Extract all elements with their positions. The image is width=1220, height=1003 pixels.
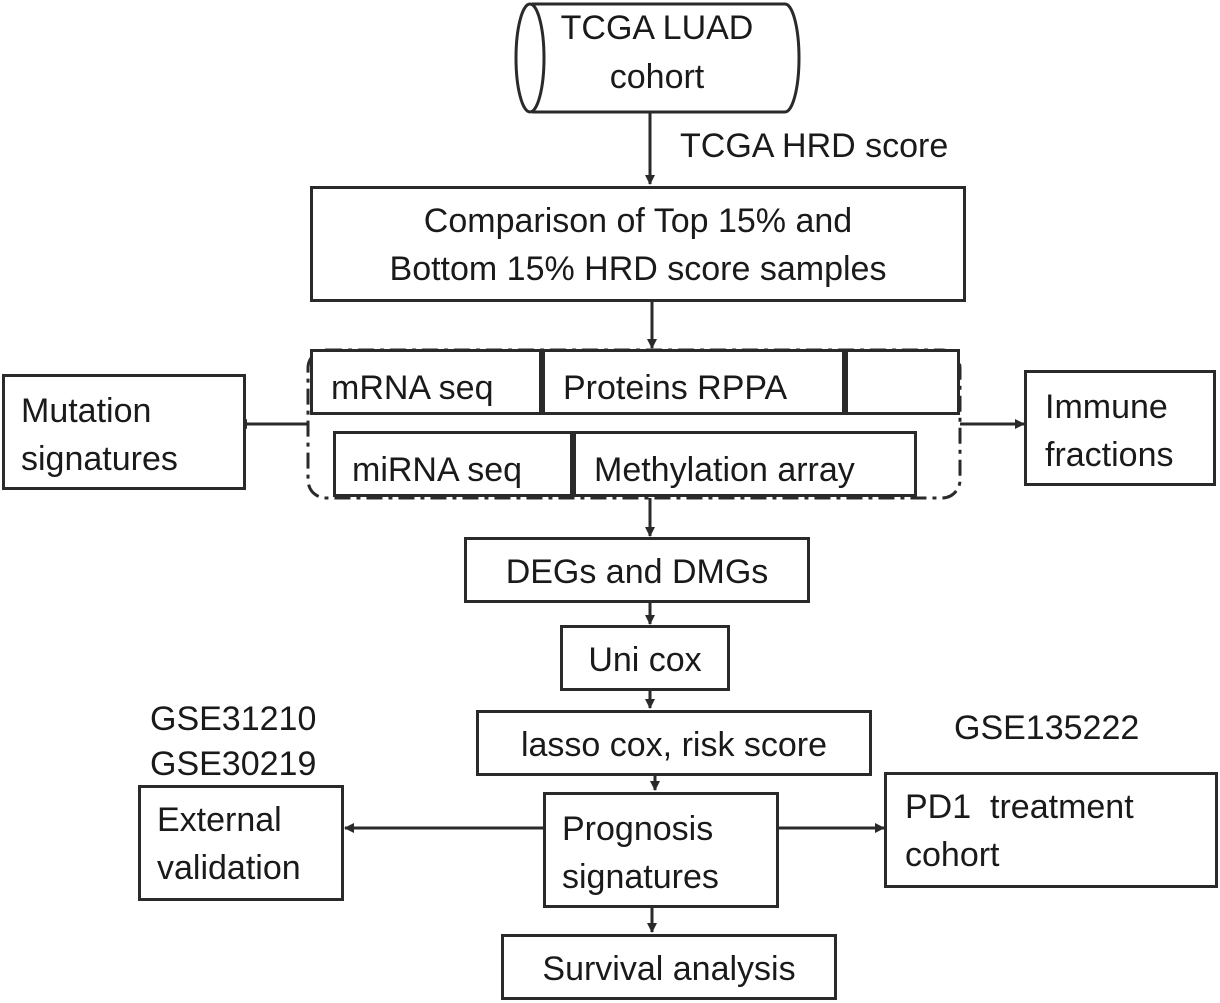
immune-fractions-box: Immune fractions — [1024, 370, 1216, 486]
mutation-signatures-box: Mutation signatures — [2, 374, 246, 490]
pd1-cohort-box: PD1 treatment cohort — [884, 772, 1218, 888]
gse31210-label: GSE31210 — [150, 700, 317, 738]
empty-omics-box — [845, 349, 960, 415]
mrna-seq-box: mRNA seq — [310, 349, 542, 415]
lasso-cox-box: lasso cox, risk score — [476, 710, 872, 776]
survival-analysis-box: Survival analysis — [501, 934, 837, 1000]
uni-cox-box: Uni cox — [560, 625, 730, 691]
degs-dmgs-box: DEGs and DMGs — [464, 537, 810, 603]
proteins-rppa-box: Proteins RPPA — [542, 349, 845, 415]
prognosis-signatures-box: Prognosis signatures — [543, 792, 779, 908]
comparison-box: Comparison of Top 15% and Bottom 15% HRD… — [310, 186, 966, 302]
external-validation-box: External validation — [138, 785, 344, 901]
tcga-cohort-label: TCGA LUAD cohort — [560, 9, 754, 96]
methylation-array-box: Methylation array — [573, 431, 917, 497]
mirna-seq-box: miRNA seq — [333, 431, 573, 497]
cohort-cylinder — [514, 2, 801, 114]
gse135222-label: GSE135222 — [954, 709, 1140, 747]
gse30219-label: GSE30219 — [150, 745, 317, 783]
tcga-hrd-score-label: TCGA HRD score — [680, 127, 949, 165]
